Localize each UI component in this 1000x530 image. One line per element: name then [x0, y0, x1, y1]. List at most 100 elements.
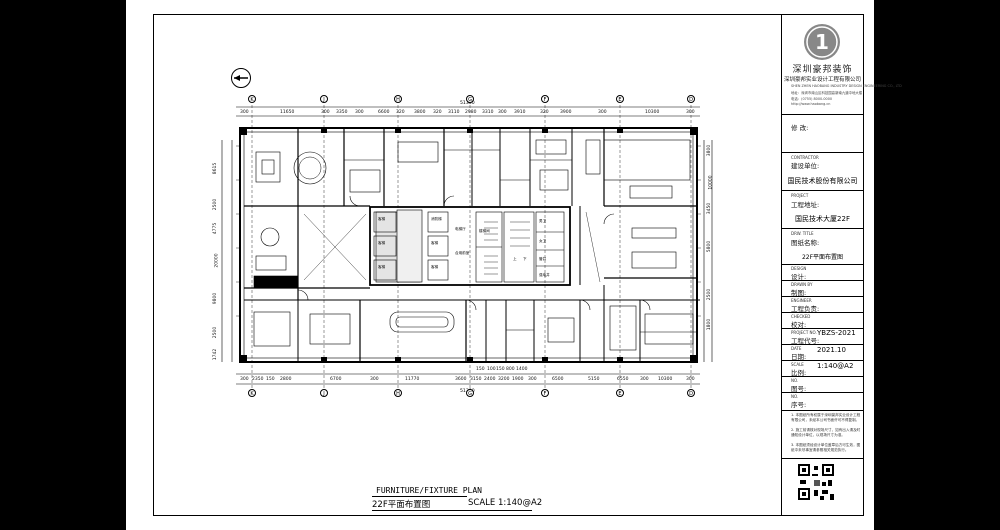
- dim-left-5: 2500: [213, 326, 219, 339]
- dim-top-18: 300: [686, 110, 695, 115]
- dim-bottom-1: 2350: [252, 377, 264, 382]
- room-label-shaft: 管井: [539, 256, 547, 261]
- check-label: 校对:: [791, 321, 807, 329]
- tb-divider: [781, 344, 864, 345]
- dim-top-14: 320: [540, 110, 549, 115]
- tb-divider: [781, 410, 864, 411]
- check-small: CHECKED: [791, 314, 811, 319]
- job-value: YBZS-2021: [817, 329, 856, 337]
- company-web: http://www.haobang.cn: [791, 102, 831, 106]
- dim-top-1: 11650: [280, 110, 295, 115]
- job-small: PROJECT NO.: [791, 330, 817, 335]
- grid-bubble-bottom: H: [394, 389, 402, 397]
- dim-top-12: 300: [498, 110, 507, 115]
- dwg-label: 图号:: [791, 385, 807, 393]
- grid-bubble-top: D: [687, 95, 695, 103]
- drawn-small: DRAWN BY: [791, 282, 813, 287]
- dim-bottom-5: 300: [370, 377, 379, 382]
- dim-top-13: 3910: [514, 110, 526, 115]
- north-arrow-icon: [231, 68, 251, 88]
- dim-bottom-0: 300: [240, 377, 249, 382]
- dim-bottom-3: 2800: [280, 377, 292, 382]
- engineer-small: ENGINEER: [791, 298, 812, 303]
- date-value: 2021.10: [817, 346, 846, 354]
- dim-bottom-upper-1: 100: [487, 367, 496, 372]
- exterior-wall: [239, 127, 698, 363]
- dim-top-5: 6600: [378, 110, 390, 115]
- room-label-power: 强电井: [539, 272, 550, 277]
- logo-glyph: 1: [815, 30, 829, 54]
- dim-top-3: 3350: [336, 110, 348, 115]
- dim-bottom-18: 300: [686, 377, 695, 382]
- title-block: [781, 14, 864, 516]
- room-label-female: 女卫: [539, 238, 547, 243]
- dim-right-2: 3450: [707, 202, 713, 215]
- contractor-label: 建设单位:: [791, 162, 820, 170]
- dim-bottom-4: 6700: [330, 377, 342, 382]
- project-label: 工程地址:: [791, 201, 820, 209]
- contractor-value: 国民技术股份有限公司: [787, 177, 858, 185]
- dim-bottom-9: 2400: [484, 377, 496, 382]
- company-english: SHEN ZHEN HAOBANG INDUSTRY DESIGN ENGINE…: [791, 84, 902, 88]
- dim-bottom-7: 3600: [455, 377, 467, 382]
- grid-bubble-top: J: [320, 95, 328, 103]
- dim-bottom-upper-0: 150: [476, 367, 485, 372]
- tb-divider: [781, 114, 864, 115]
- room-label-front: 合用前室: [455, 250, 470, 255]
- dim-top-15: 3900: [560, 110, 572, 115]
- drawing-small: DRW. TITLE: [791, 231, 814, 236]
- dim-right-5: 1800: [707, 318, 713, 331]
- revision-label: 修 改:: [791, 124, 809, 132]
- job-label: 工程代号:: [791, 337, 820, 345]
- tb-divider: [781, 312, 864, 313]
- seq-label: 序号:: [791, 401, 807, 409]
- tb-divider: [781, 376, 864, 377]
- scale-value: 1:140@A2: [817, 362, 854, 370]
- dim-bottom-6: 11770: [405, 377, 420, 382]
- grid-bubble-top: F: [541, 95, 549, 103]
- dim-bottom-14: 5150: [588, 377, 600, 382]
- dim-bottom-11: 1900: [512, 377, 524, 382]
- dim-top-10: 2980: [465, 110, 477, 115]
- dim-overall-top: 51300: [460, 100, 475, 106]
- dim-left-4: 9800: [213, 292, 219, 305]
- dim-top-2: 300: [321, 110, 330, 115]
- drawing-frame: [153, 14, 864, 516]
- note-2: 2. 施工前请核对现场尺寸，如有出入请及时通知设计单位，以现场尺寸为准。: [791, 428, 861, 437]
- dim-bottom-12: 300: [528, 377, 537, 382]
- company-phone: 电话：(0755) 8000-0000: [791, 97, 833, 101]
- dim-left-3: 20000: [214, 253, 220, 268]
- grid-bubble-bottom: G: [466, 389, 474, 397]
- dim-bottom-upper-4: 1400: [516, 367, 528, 372]
- room-label-down: 下: [523, 257, 527, 261]
- scale-label: 比例:: [791, 369, 807, 377]
- room-label-male: 男卫: [539, 218, 547, 223]
- dim-top-16: 300: [598, 110, 607, 115]
- title-underline: [372, 496, 467, 497]
- project-value: 国民技术大厦22F: [795, 215, 850, 223]
- room-label-stair: 楼梯间: [479, 228, 490, 233]
- elevator-label-4: 消防梯: [431, 216, 442, 221]
- grid-bubble-bottom: J: [320, 389, 328, 397]
- dim-bottom-10: 3200: [498, 377, 510, 382]
- design-label: 设计:: [791, 273, 807, 281]
- tb-divider: [781, 328, 864, 329]
- plan-scale: SCALE 1:140@A2: [468, 498, 543, 508]
- tb-divider: [781, 152, 864, 153]
- dim-top-9: 3110: [448, 110, 460, 115]
- dim-bottom-17: 10300: [658, 377, 673, 382]
- dim-bottom-16: 300: [640, 377, 649, 382]
- elevator-label-3: 客梯: [378, 264, 386, 269]
- dim-bottom-13: 6500: [552, 377, 564, 382]
- seq-small: NO.: [791, 394, 799, 399]
- tb-divider: [781, 190, 864, 191]
- plan-title: FURNITURE/FIXTURE PLAN: [376, 486, 482, 495]
- dim-right-4: 2500: [707, 288, 713, 301]
- grid-bubble-top: E: [616, 95, 624, 103]
- drawing-label: 图纸名称:: [791, 239, 820, 247]
- company-name: 深圳豪邦实业设计工程有限公司: [783, 77, 861, 83]
- plan-subtitle: 22F平面布置图: [372, 500, 431, 510]
- engineer-label: 工程负责:: [791, 305, 820, 313]
- dim-top-11: 3310: [482, 110, 494, 115]
